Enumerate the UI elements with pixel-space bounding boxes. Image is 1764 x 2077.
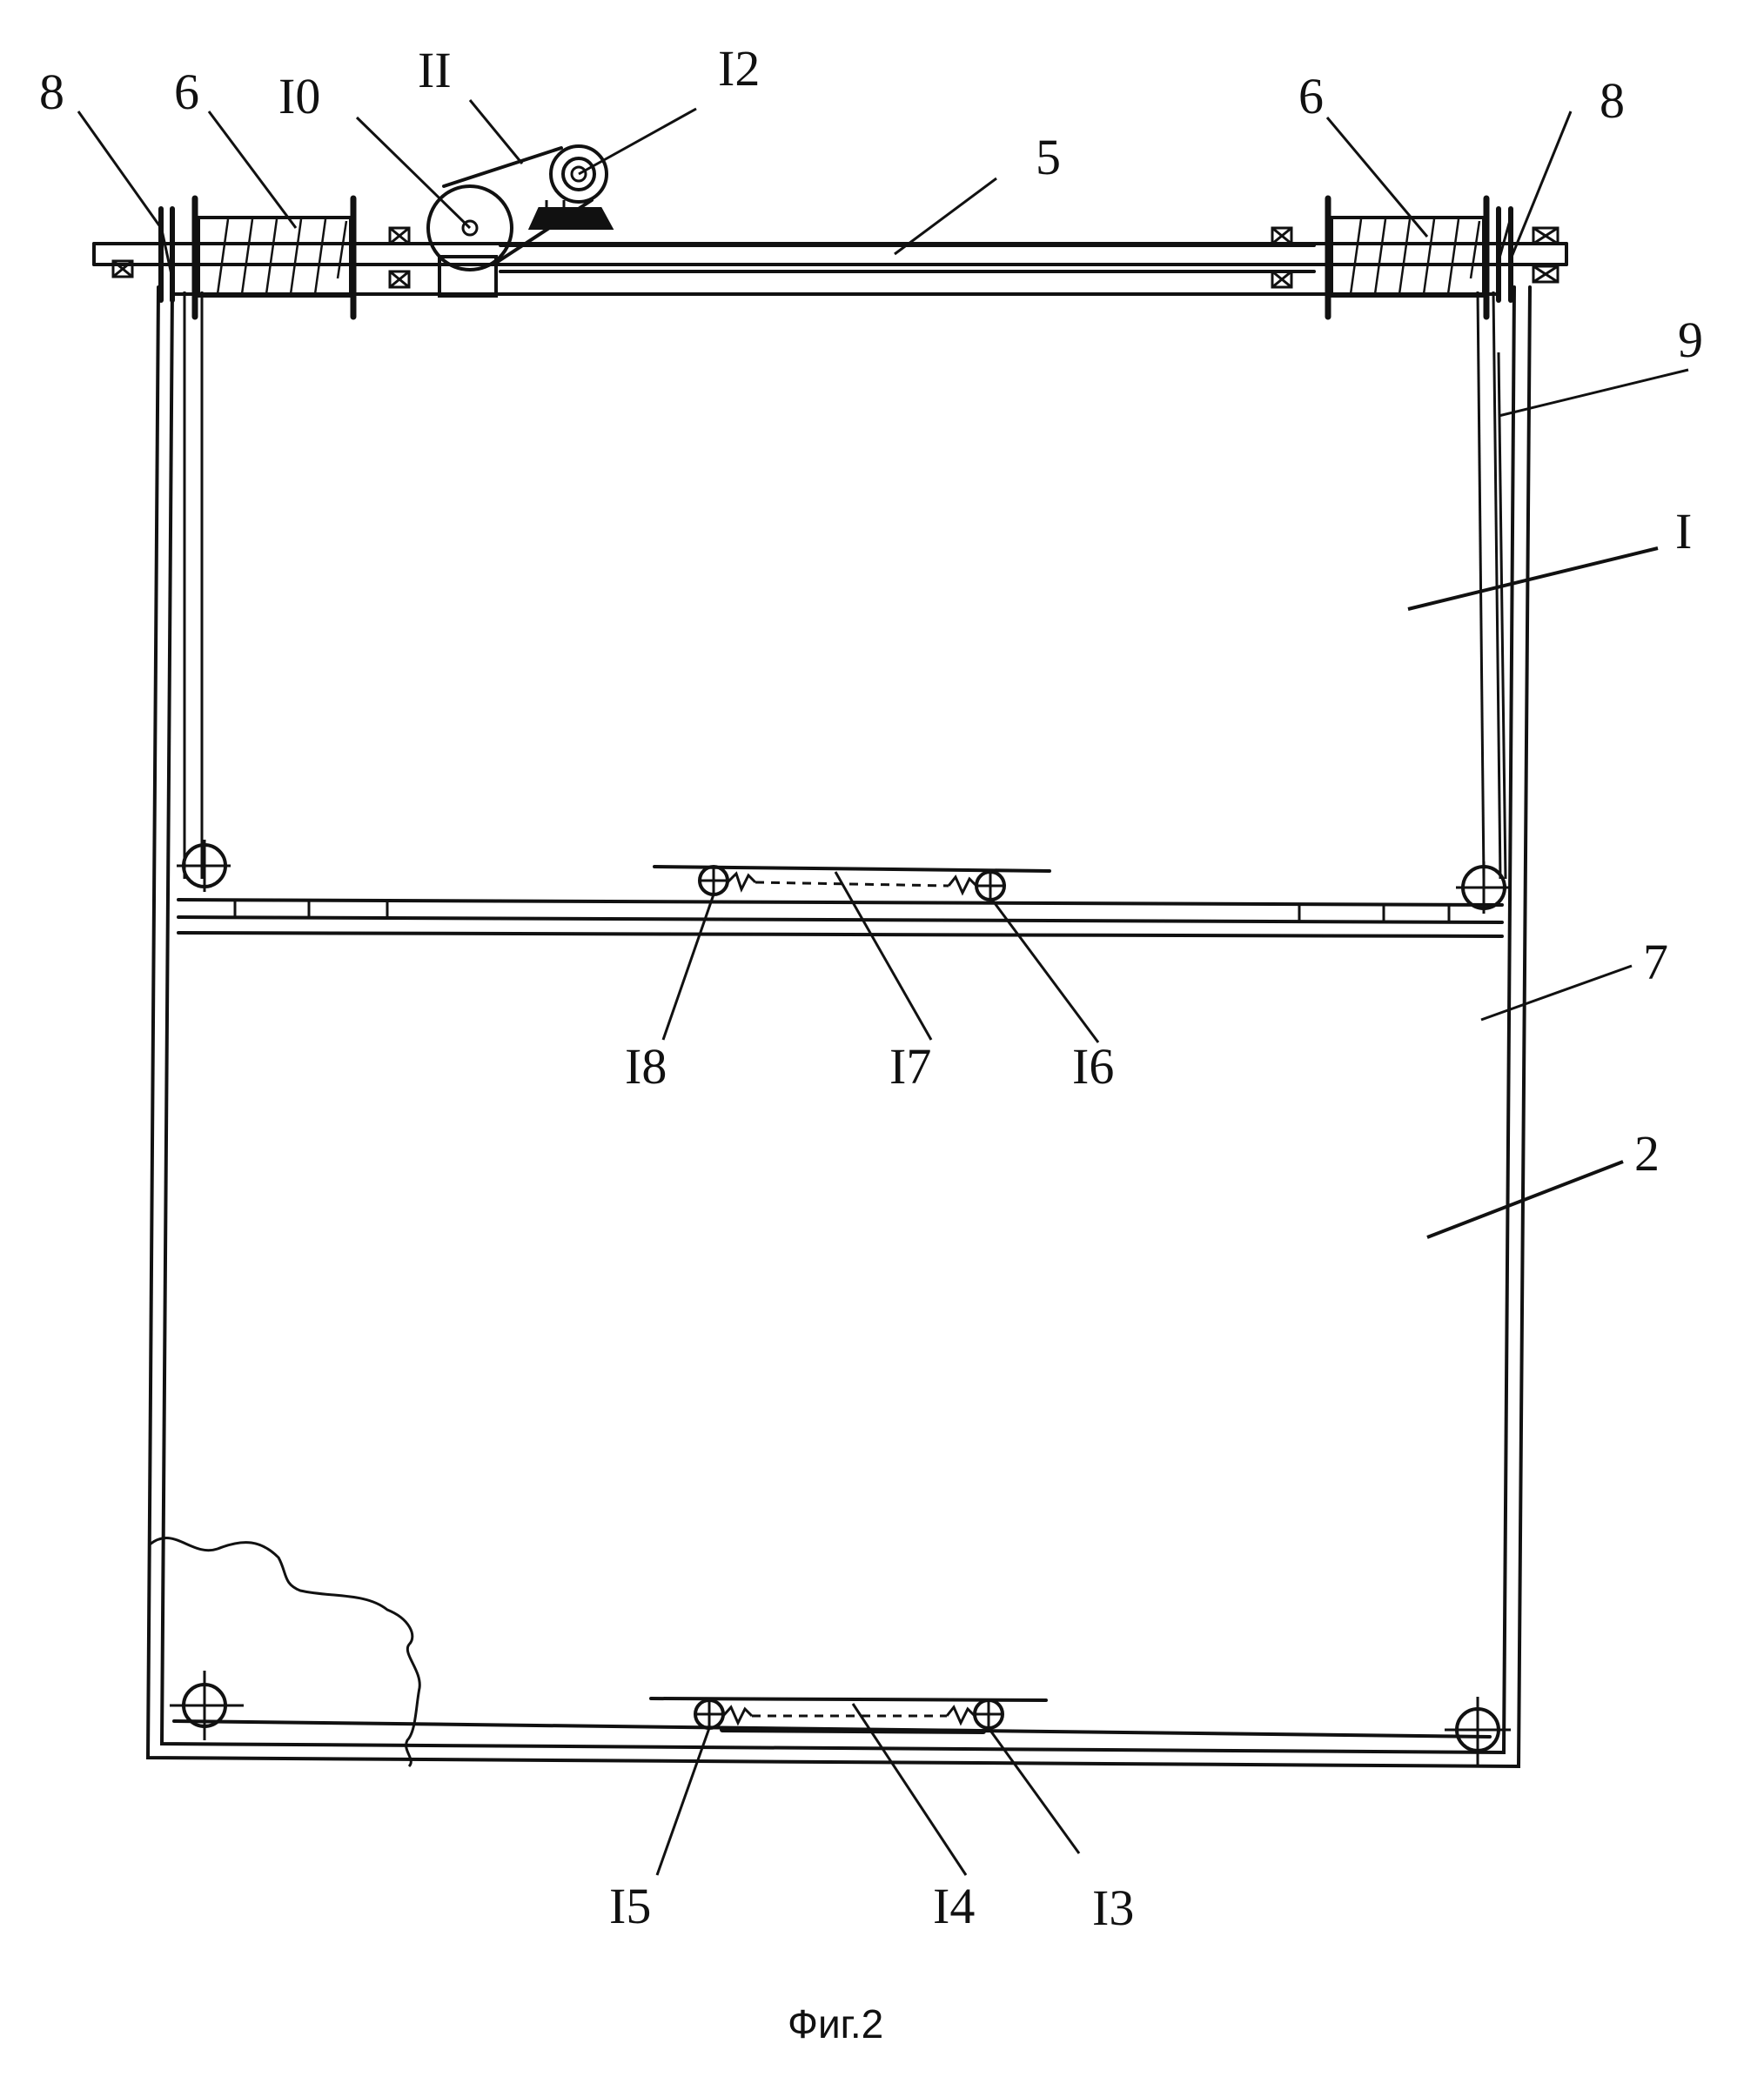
bearing-icon xyxy=(388,270,411,289)
bearing-icon xyxy=(1271,270,1293,289)
left-end-pulley xyxy=(158,206,175,303)
labels: 8 6 I0 II I2 5 6 8 9 I 7 2 I8 I7 I6 I5 I… xyxy=(39,40,1703,1936)
label-10: I0 xyxy=(278,68,320,124)
bearing-icon xyxy=(1532,226,1559,245)
outer-frame xyxy=(145,285,1532,1769)
label-14: I4 xyxy=(933,1878,975,1934)
label-5: 5 xyxy=(1036,129,1061,185)
figure-caption: Фиг.2 xyxy=(788,2001,883,2047)
bearing-icon xyxy=(1271,226,1293,245)
label-2: 2 xyxy=(1634,1125,1660,1182)
bearing-icon xyxy=(388,226,411,245)
right-end-pulley xyxy=(1496,206,1513,303)
label-1: I xyxy=(1675,503,1692,559)
bottom-tensioner xyxy=(649,1697,1048,1734)
label-12: I2 xyxy=(718,40,760,97)
bearing-icon xyxy=(1532,265,1559,284)
middle-crossbar xyxy=(177,840,1510,938)
motor-drive xyxy=(426,144,614,298)
right-drum xyxy=(1325,195,1490,320)
rope-guides xyxy=(183,291,1507,880)
label-6-right: 6 xyxy=(1298,68,1324,124)
label-7: 7 xyxy=(1643,934,1668,990)
label-17: I7 xyxy=(889,1038,931,1095)
label-13: I3 xyxy=(1092,1879,1134,1936)
label-8-left: 8 xyxy=(39,64,64,120)
label-6-left: 6 xyxy=(174,64,199,120)
leader-lines xyxy=(77,99,1689,1876)
break-line xyxy=(149,1537,421,1768)
label-16: I6 xyxy=(1072,1038,1114,1095)
label-8-right: 8 xyxy=(1600,72,1625,129)
label-18: I8 xyxy=(625,1038,667,1095)
shaft-bearings xyxy=(111,226,1559,289)
left-drum xyxy=(191,195,357,320)
top-shaft xyxy=(92,242,1568,296)
label-9: 9 xyxy=(1678,312,1703,368)
label-11: II xyxy=(418,42,452,98)
middle-tensioner xyxy=(653,865,1051,901)
label-15: I5 xyxy=(609,1878,651,1934)
bearing-icon xyxy=(111,259,134,278)
